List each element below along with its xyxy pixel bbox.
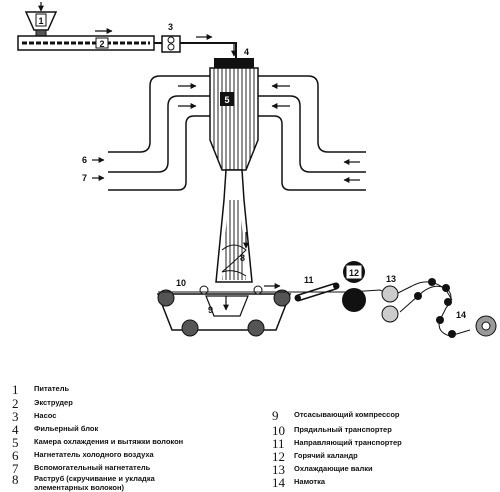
legend-item-11: 11 Направляющий транспортер (272, 436, 402, 451)
legend-item-9: 9 Отсасывающий компрессор (272, 408, 400, 423)
callout-13: 13 (386, 274, 396, 284)
pump: 3 (161, 22, 181, 53)
callout-7: 7 (82, 173, 87, 183)
callout-14: 14 (456, 310, 466, 320)
legend-item-5: 5 Камера охлаждения и вытяжки волокон (12, 435, 184, 450)
suction-compressor: 9 (205, 295, 249, 317)
legend-item-2: 2 Экструдер (12, 396, 73, 411)
spinneret-block: 4 (214, 44, 254, 68)
legend-item-13: 13 Охлаждающие валки (272, 462, 373, 477)
legend-item-4: 4 Фильерный блок (12, 422, 99, 437)
callout-8: 8 (240, 253, 245, 263)
callout-3: 3 (168, 22, 173, 32)
air-ducts (108, 75, 366, 191)
callout-6: 6 (82, 155, 87, 165)
air-flow-arrows (92, 83, 360, 183)
feeder-hopper: 1 (24, 2, 58, 37)
legend-item-7: 7 Вспомогательный нагнетатель (12, 461, 151, 476)
callout-1: 1 (38, 16, 43, 26)
legend: 1 Питатель 2 Экструдер 3 Насос 4 Фильерн… (0, 378, 500, 492)
process-diagram: 1 2 3 4 5 (17, 2, 497, 338)
extruder: 2 (17, 28, 155, 51)
callout-2: 2 (99, 39, 104, 49)
callout-9: 9 (208, 305, 213, 315)
winding-unit: 14 (399, 278, 497, 338)
hot-calender: 12 (342, 261, 366, 312)
legend-item-1: 1 Питатель (12, 382, 70, 397)
callout-10: 10 (176, 278, 186, 288)
callout-4: 4 (244, 47, 249, 57)
callout-5: 5 (224, 95, 229, 105)
legend-item-6: 6 Нагнетатель холодного воздуха (12, 448, 154, 463)
callout-11: 11 (304, 275, 314, 285)
legend-item-10: 10 Прядильный транспортер (272, 423, 392, 438)
legend-item-14: 14 Намотка (272, 475, 326, 490)
legend-item-3: 3 Насос (12, 409, 57, 424)
guide-conveyor: 11 (294, 275, 340, 302)
cooling-chamber: 5 (209, 67, 259, 171)
legend-item-8: 8 Раструб (скручивание и укладка элемент… (12, 472, 155, 492)
legend-item-12: 12 Горячий каландр (272, 449, 358, 464)
cooling-rolls: 13 (381, 274, 399, 323)
callout-12: 12 (349, 268, 359, 278)
diffuser: 8 (215, 169, 253, 283)
